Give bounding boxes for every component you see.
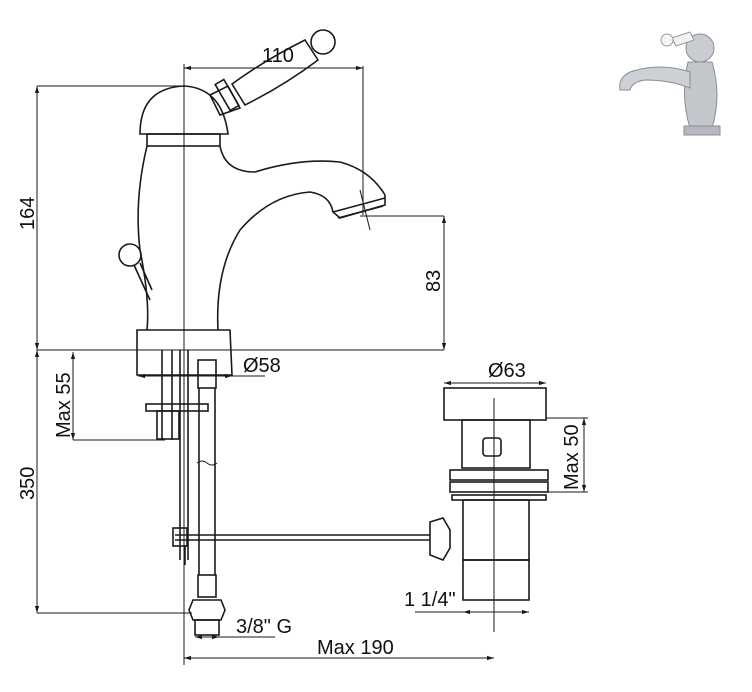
dim-164-label: 164 — [17, 197, 39, 230]
dim-58-label: Ø58 — [243, 355, 281, 377]
dim-63-label: Ø63 — [488, 360, 526, 382]
product-photo — [619, 31, 721, 136]
dim-max190-label: Max 190 — [317, 637, 394, 659]
dim-thread-waste-label: 1 1/4" — [404, 589, 456, 611]
supply-hoses — [145, 350, 226, 636]
faucet-body — [118, 29, 386, 376]
dimension-lines — [34, 65, 588, 661]
dim-thread-supply-label: 3/8" G — [236, 616, 292, 638]
dim-max50-label: Max 50 — [561, 424, 583, 490]
pop-up-waste — [172, 387, 549, 632]
dim-350-label: 350 — [17, 467, 39, 500]
dim-83-label: 83 — [423, 270, 445, 292]
dim-110-label: 110 — [262, 45, 294, 67]
dim-max55-label: Max 55 — [53, 372, 75, 438]
